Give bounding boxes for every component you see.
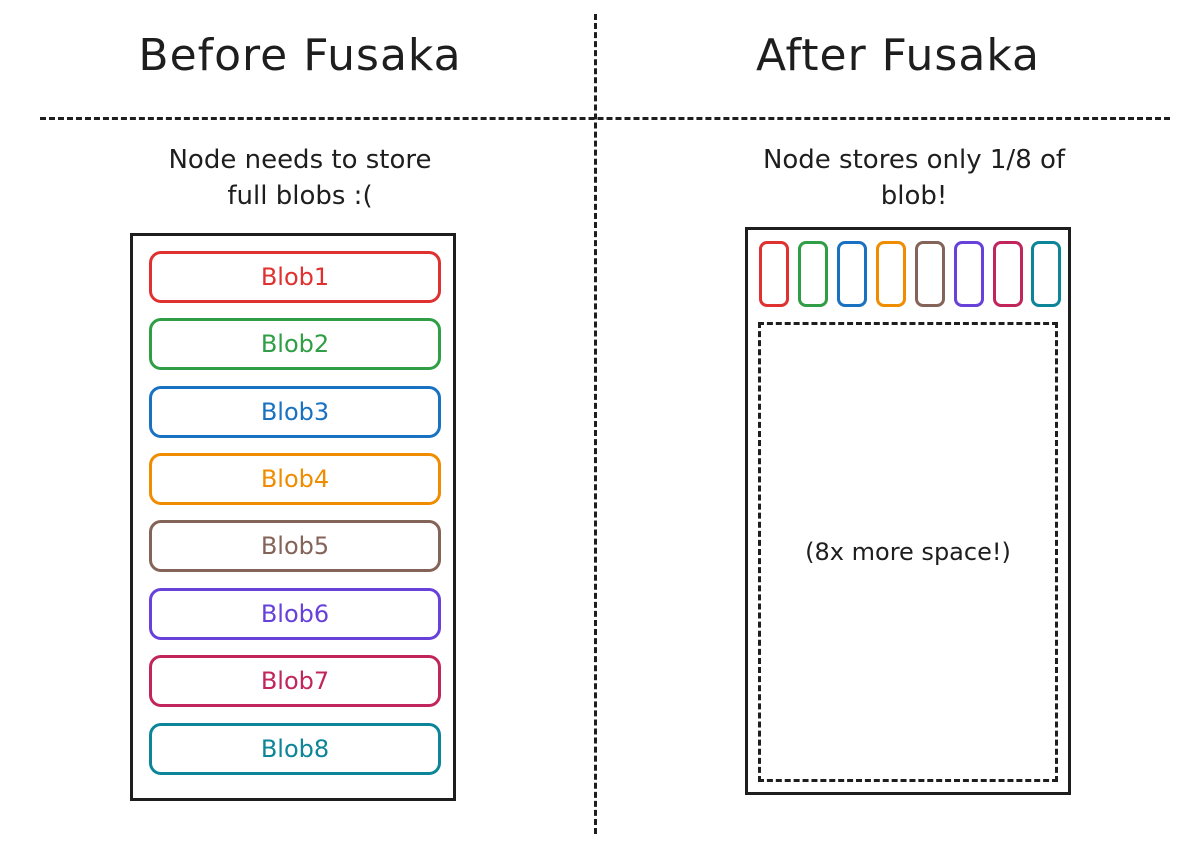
blob-slice-3 bbox=[837, 241, 867, 307]
after-node-storage: (8x more space!) bbox=[745, 227, 1071, 795]
before-node-storage: Blob1 Blob2 Blob3 Blob4 Blob5 Blob6 Blob… bbox=[130, 233, 456, 801]
after-subtitle-line-1: Node stores only 1/8 of bbox=[762, 145, 1066, 175]
blob-slice-8 bbox=[1031, 241, 1061, 307]
free-space-label: (8x more space!) bbox=[805, 538, 1011, 566]
blob-slice-4 bbox=[876, 241, 906, 307]
horizontal-divider bbox=[40, 117, 1170, 120]
blob-slice-7 bbox=[993, 241, 1023, 307]
blob-bar-6: Blob6 bbox=[149, 588, 441, 640]
blob-bar-4: Blob4 bbox=[149, 453, 441, 505]
before-header: Before Fusaka bbox=[138, 30, 462, 81]
blob-slice-5 bbox=[915, 241, 945, 307]
before-subtitle-line-1: Node needs to store bbox=[168, 145, 432, 175]
blob-slice-1 bbox=[759, 241, 789, 307]
blob-bar-8: Blob8 bbox=[149, 723, 441, 775]
blob-bar-3: Blob3 bbox=[149, 386, 441, 438]
blob-slice-6 bbox=[954, 241, 984, 307]
blob-slice-2 bbox=[798, 241, 828, 307]
before-subtitle: Node needs to store full blobs :( bbox=[90, 142, 510, 214]
free-space-area: (8x more space!) bbox=[758, 322, 1058, 782]
blob-bar-1: Blob1 bbox=[149, 251, 441, 303]
blob-bar-2: Blob2 bbox=[149, 318, 441, 370]
blob-bar-7: Blob7 bbox=[149, 655, 441, 707]
blob-bar-5: Blob5 bbox=[149, 520, 441, 572]
before-subtitle-line-2: full blobs :( bbox=[227, 181, 373, 211]
after-subtitle: Node stores only 1/8 of blob! bbox=[704, 142, 1124, 214]
after-subtitle-line-2: blob! bbox=[880, 181, 948, 211]
after-header: After Fusaka bbox=[756, 30, 1040, 81]
vertical-divider bbox=[594, 14, 597, 834]
